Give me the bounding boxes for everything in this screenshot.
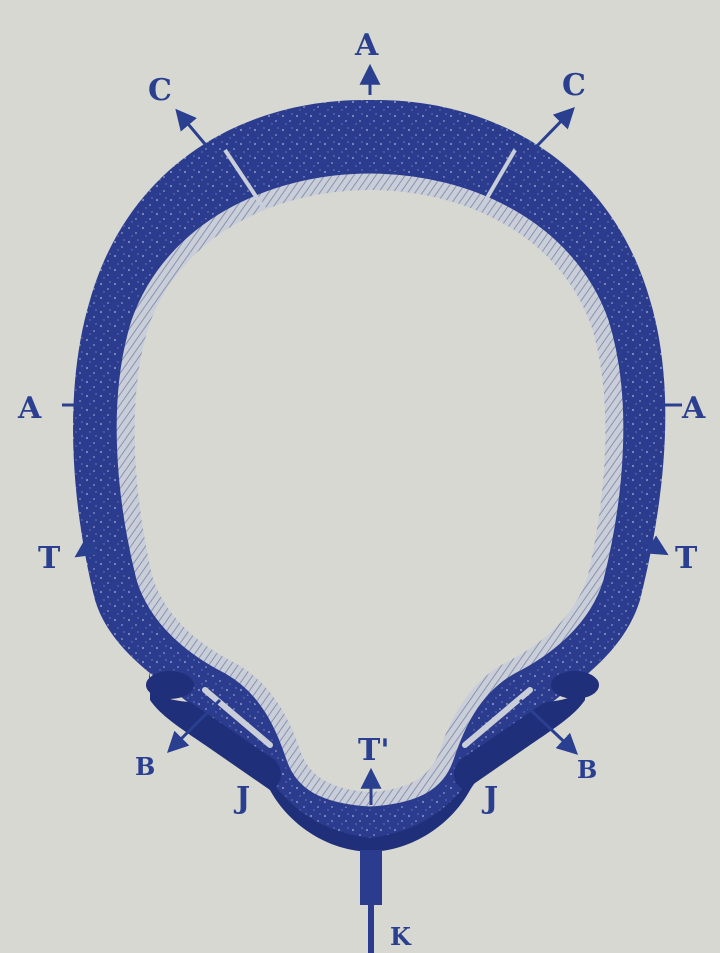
label-tread-right: T bbox=[675, 541, 698, 576]
crown-divider-left bbox=[223, 148, 267, 212]
arrow-tread-left bbox=[74, 533, 109, 558]
bead-right bbox=[453, 672, 586, 790]
bead-pocket-left bbox=[202, 687, 273, 748]
arrow-upper-left bbox=[175, 108, 212, 151]
label-upper-right: C bbox=[562, 68, 586, 103]
arrow-bead-right bbox=[518, 698, 579, 755]
label-top: A bbox=[354, 28, 379, 63]
label-mid-right: A bbox=[681, 391, 706, 426]
label-upper-left: C bbox=[148, 73, 172, 108]
bead-pocket-right bbox=[462, 687, 533, 748]
label-bead-right: B bbox=[577, 755, 597, 784]
rim bbox=[262, 770, 478, 852]
valve-stem bbox=[360, 850, 382, 905]
label-mid-left: A bbox=[17, 391, 42, 426]
arrow-tread-right bbox=[634, 533, 669, 556]
label-valve: K bbox=[390, 922, 412, 951]
bead-knob-left bbox=[146, 671, 194, 699]
inner-tube-cavity bbox=[134, 190, 606, 792]
arrow-bead-left bbox=[167, 698, 222, 753]
label-tread-left: T bbox=[38, 541, 61, 576]
label-bead-left: B bbox=[135, 752, 155, 781]
crown-divider-right bbox=[478, 148, 517, 212]
label-rim-right: J bbox=[481, 781, 498, 816]
label-tube-bottom: T' bbox=[358, 733, 390, 768]
label-rim-left: J bbox=[233, 781, 250, 816]
bead-knob-right bbox=[551, 671, 599, 699]
bead-left bbox=[149, 672, 282, 790]
arrow-upper-right bbox=[533, 106, 575, 150]
